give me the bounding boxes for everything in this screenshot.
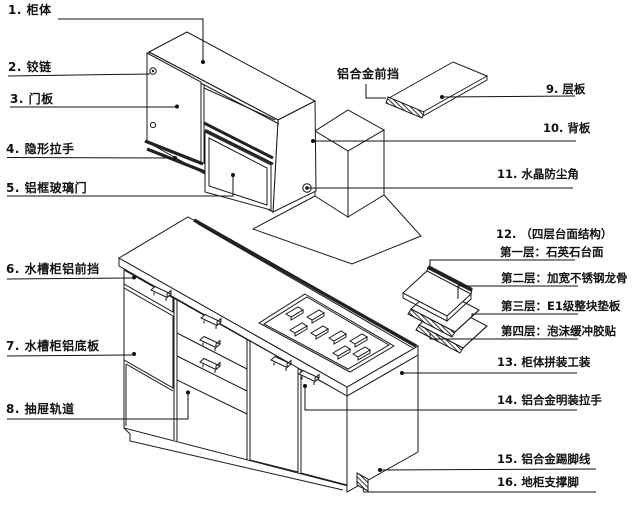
support-foot <box>356 472 369 492</box>
callout-layer-3-board: 第三层：E1级整块垫板 <box>501 299 621 313</box>
callout-2-hinge: 2. 铰链 <box>8 60 52 74</box>
hood-flare <box>251 194 422 265</box>
callout-10-back-panel: 10. 背板 <box>543 121 591 135</box>
callout-layer-2-keel: 第二层：加宽不锈钢龙骨 <box>501 271 628 285</box>
drawer-stack <box>176 332 248 415</box>
callout-1-cabinet-body: 1. 柜体 <box>8 3 52 17</box>
wall-cabinet <box>144 31 317 213</box>
callout-dots <box>132 60 444 472</box>
shelf-front-rail <box>385 96 425 119</box>
sink-cabinet-front <box>123 269 174 426</box>
base-door-right <box>300 369 348 486</box>
callout-9-shelf: 9. 层板 <box>546 82 586 96</box>
burner-grates <box>285 306 371 361</box>
callout-11-dust-corner: 11. 水晶防尘角 <box>497 167 579 181</box>
cooktop <box>258 293 395 373</box>
recessed-handle-strip <box>144 139 204 166</box>
callout-13-assembly-jig: 13. 柜体拼装工装 <box>497 355 591 369</box>
callout-8-drawer-rail: 8. 抽屉轨道 <box>6 402 75 416</box>
callout-12-countertop-structure: 12. （四层台面结构） <box>496 227 613 241</box>
shelf-panel <box>385 61 489 119</box>
hinge-hole-icon <box>149 121 157 129</box>
callout-7-sink-bottom: 7. 水槽柜铝底板 <box>6 339 100 353</box>
glass-door-top-rail <box>203 121 274 160</box>
callout-16-support-foot: 16. 地柜支撑脚 <box>497 475 579 489</box>
base-door-left <box>249 340 299 473</box>
callout-4-hidden-handle: 4. 隐形拉手 <box>6 142 75 156</box>
callout-14-surface-handle: 14. 铝合金明装拉手 <box>497 393 602 407</box>
callout-5-glass-door: 5. 铝框玻璃门 <box>6 181 88 195</box>
door-handles <box>150 285 320 385</box>
callout-6-sink-front: 6. 水槽柜铝前挡 <box>6 262 100 276</box>
callout-15-kick-line: 15. 铝合金踢脚线 <box>497 452 591 466</box>
countertop-layer-stack <box>402 265 488 354</box>
leader-lines <box>6 18 597 493</box>
callout-layer-4-foam: 第四层：泡沫缓冲胶贴 <box>501 324 616 338</box>
callout-aluminum-front: 铝合金前挡 <box>337 67 400 81</box>
steel-keel-edge <box>407 308 456 338</box>
callout-layer-1-quartz: 第一层：石英石台面 <box>500 245 604 259</box>
base-cabinet <box>118 216 420 493</box>
callout-3-door-panel: 3. 门板 <box>10 92 54 106</box>
